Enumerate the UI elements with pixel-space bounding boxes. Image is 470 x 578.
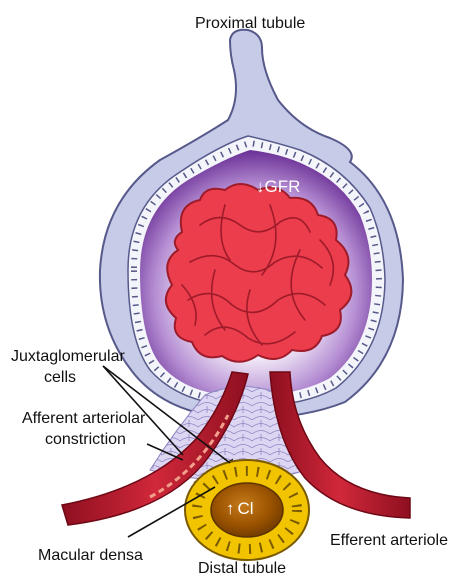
label-afferent-arteriolar-constriction-line2: constriction (45, 430, 126, 449)
label-efferent-arteriole: Efferent arteriole (330, 531, 448, 550)
label-macular-densa: Macular densa (38, 546, 143, 565)
label-gfr: ↓GFR (256, 177, 300, 197)
label-afferent-arteriolar-constriction-line1: Afferent arteriolar (22, 409, 145, 428)
chloride-text: Cl (238, 499, 254, 518)
up-arrow-icon: ↑ (226, 499, 235, 518)
label-proximal-tubule: Proximal tubule (195, 14, 305, 33)
down-arrow-icon: ↓ (256, 177, 265, 196)
label-chloride: ↑Cl (226, 499, 254, 519)
label-distal-tubule: Distal tubule (198, 559, 286, 578)
gfr-text: GFR (265, 177, 301, 196)
label-juxtaglomerular-cells-line1: Juxtaglomerular (11, 347, 125, 366)
label-juxtaglomerular-cells-line2: cells (44, 368, 76, 387)
